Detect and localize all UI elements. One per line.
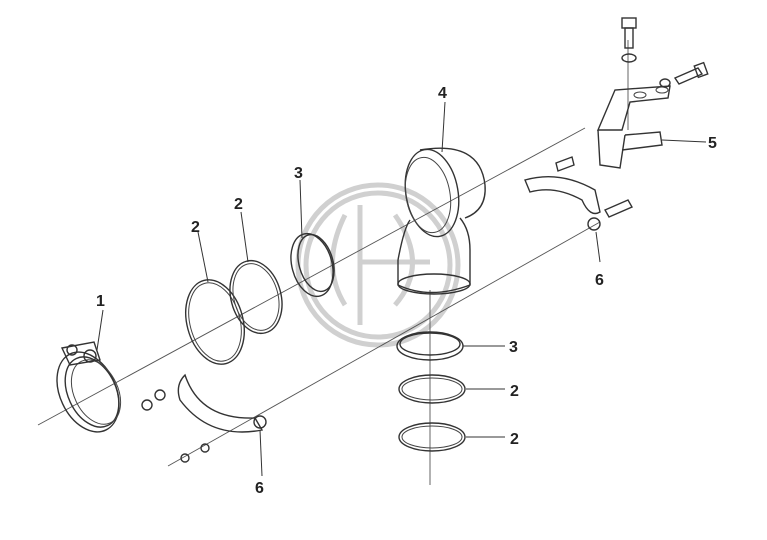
bracket-bolt-horizontal: [659, 61, 709, 88]
gasket-ring-lower-2: [398, 422, 466, 452]
v-band-clamp: [56, 341, 122, 433]
mounting-bracket: [596, 85, 671, 169]
callout-5: 5: [708, 135, 717, 152]
gasket-ring-left-2: [229, 259, 283, 335]
callout-3-seal-left: 3: [294, 165, 303, 182]
callout-labels: 1 2 2 3 4 5 6 3 2 2 6: [96, 85, 717, 497]
leader-lines: [96, 101, 707, 477]
callout-6-lower: 6: [255, 480, 264, 497]
callout-2-ring-d: 2: [510, 431, 519, 448]
callout-2-ring-c: 2: [510, 383, 519, 400]
callout-2-ring-b: 2: [234, 196, 243, 213]
assembly-axis-lines: [37, 40, 629, 485]
hex-nuts: [141, 389, 166, 411]
seal-ring-left: [290, 232, 335, 298]
watermark-logo: [295, 182, 461, 348]
exhaust-elbow: [397, 147, 486, 295]
callout-1: 1: [96, 293, 105, 310]
gasket-ring-lower-1: [398, 374, 466, 404]
clamp-bracket-lower: [177, 373, 267, 463]
clamp-bracket-upper: [524, 156, 633, 231]
callout-6-upper: 6: [595, 272, 604, 289]
bracket-bolt-vertical: [621, 17, 637, 63]
callout-3-seal-lower: 3: [509, 339, 518, 356]
gasket-ring-left-1: [185, 279, 245, 365]
callout-2-ring-a: 2: [191, 219, 200, 236]
callout-4: 4: [438, 85, 447, 102]
